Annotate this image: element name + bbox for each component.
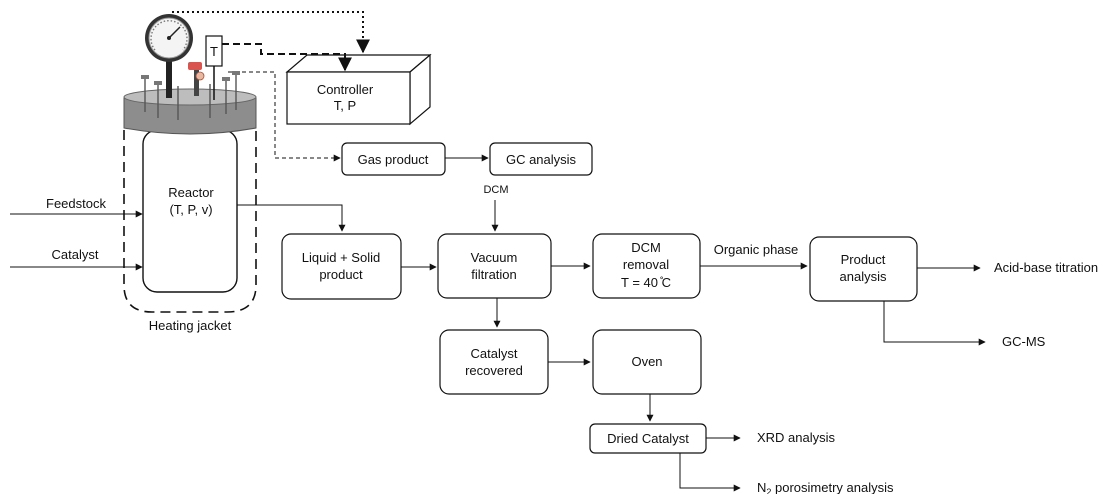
dcm-removal-label-2: removal bbox=[623, 257, 669, 272]
liquid-solid-label-1: Liquid + Solid bbox=[302, 250, 380, 265]
oven-label: Oven bbox=[631, 354, 662, 369]
heating-jacket-outline bbox=[123, 130, 257, 313]
gas-valve-icon bbox=[188, 62, 205, 96]
lid-bolts bbox=[144, 74, 237, 120]
n2-subscript: 2 bbox=[766, 487, 771, 494]
catalyst-recovered-label-2: recovered bbox=[465, 363, 523, 378]
thermocouple-box bbox=[205, 35, 223, 67]
controller-label: Controller bbox=[317, 82, 374, 97]
dried-catalyst-label: Dried Catalyst bbox=[607, 431, 689, 446]
pressure-gauge-icon bbox=[145, 14, 193, 62]
to-gcms-arrow bbox=[883, 301, 986, 346]
product-analysis-box bbox=[809, 236, 918, 302]
acid-base-label: Acid-base titration bbox=[994, 260, 1098, 275]
n2-suffix: porosimetry analysis bbox=[771, 480, 894, 494]
xrd-label: XRD analysis bbox=[757, 430, 836, 445]
catalyst-recovered-box bbox=[439, 329, 549, 395]
porosimetry-label: N2 porosimetry analysis bbox=[757, 480, 894, 494]
reactor-lid-top bbox=[123, 88, 257, 106]
temperature-signal-line bbox=[222, 43, 352, 72]
gauge-stem bbox=[166, 58, 172, 98]
vacuum-filtration-box bbox=[437, 233, 552, 299]
gc-analysis-label: GC analysis bbox=[506, 152, 577, 167]
heating-jacket-label: Heating jacket bbox=[149, 318, 232, 333]
oven-box bbox=[592, 329, 702, 395]
gas-product-box bbox=[341, 142, 446, 176]
product-analysis-label-2: analysis bbox=[840, 269, 887, 284]
catalyst-recovered-label-1: Catalyst bbox=[471, 346, 518, 361]
reactor-label: Reactor bbox=[168, 185, 214, 200]
catalyst-input-label: Catalyst bbox=[52, 247, 99, 262]
reactor: T Reactor (T, P, v) Heating jacket bbox=[123, 14, 257, 333]
controller-box: Controller T, P bbox=[285, 53, 432, 126]
gas-outlet-line bbox=[228, 71, 341, 162]
vacuum-filtration-label-1: Vacuum bbox=[471, 250, 518, 265]
reactor-conditions: (T, P, v) bbox=[169, 202, 212, 217]
gas-product-label: Gas product bbox=[358, 152, 429, 167]
liquid-solid-label-2: product bbox=[319, 267, 363, 282]
feedstock-label: Feedstock bbox=[46, 196, 106, 211]
product-analysis-label-1: Product bbox=[841, 252, 886, 267]
n2-prefix: N bbox=[757, 480, 766, 494]
bolt-heads bbox=[141, 71, 240, 85]
thermocouple-label: T bbox=[210, 44, 218, 59]
to-porosimetry-arrow bbox=[679, 453, 741, 492]
vacuum-filtration-label-2: filtration bbox=[471, 267, 517, 282]
gc-analysis-box bbox=[489, 142, 593, 176]
gcms-label: GC-MS bbox=[1002, 334, 1046, 349]
organic-phase-label: Organic phase bbox=[714, 242, 799, 257]
dcm-removal-temperature: T = 40 ̊C bbox=[621, 275, 671, 290]
dcm-label: DCM bbox=[483, 184, 508, 196]
reactor-outlet-arrow bbox=[237, 204, 346, 232]
pressure-signal-line bbox=[172, 11, 370, 54]
controller-params: T, P bbox=[334, 98, 356, 113]
dcm-removal-label-1: DCM bbox=[631, 240, 661, 255]
